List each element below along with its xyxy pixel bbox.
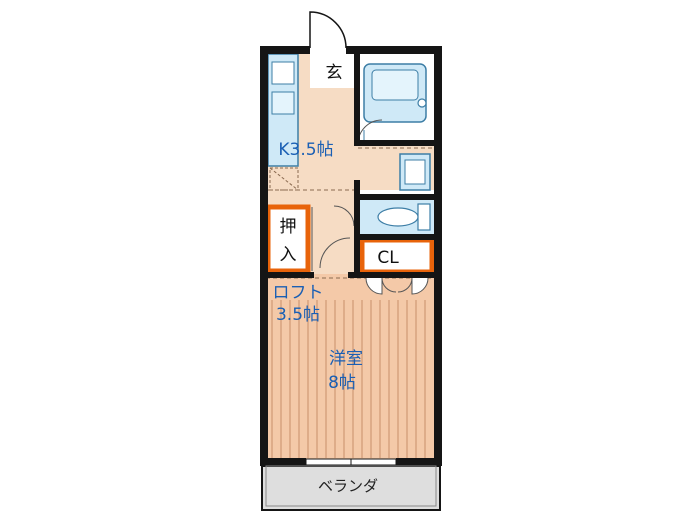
balcony-inner-edge	[265, 465, 437, 507]
closet-door-left-swing	[365, 277, 383, 295]
inner-wall-bath-bottom	[354, 140, 442, 146]
closet-door-mid-right-swing	[397, 277, 413, 293]
entrance-label: 玄	[326, 63, 343, 83]
entrance-floor	[310, 52, 358, 88]
closet-label: CL	[377, 248, 399, 268]
loft-label-1: ロフト	[273, 283, 324, 303]
kitchen-sink	[271, 61, 295, 85]
bath-faucet	[417, 98, 427, 108]
kitchen-label: K3.5帖	[278, 140, 333, 160]
fridge-space-cross	[269, 167, 299, 191]
oshiire-label-1: 押	[280, 217, 297, 237]
western-room-label-2: 8帖	[328, 373, 356, 393]
inner-wall-toilet-left	[354, 180, 360, 278]
closet-door-right-swing	[411, 277, 429, 295]
toilet-bowl	[377, 207, 419, 227]
toilet-tank	[417, 203, 431, 231]
balcony	[261, 465, 441, 511]
western-room-floor	[266, 274, 436, 462]
inner-wall-loft-right	[348, 272, 442, 278]
inner-wall-loft-left	[260, 272, 314, 278]
outer-wall-bottom-left	[260, 458, 306, 466]
washstand-basin	[404, 159, 426, 185]
outer-wall-right	[434, 46, 442, 464]
kitchen-stove	[271, 91, 295, 115]
outer-wall-left	[260, 46, 268, 464]
hall-door-swing	[319, 237, 351, 269]
toilet-door-swing	[333, 205, 355, 227]
inner-wall-bath-left	[354, 46, 360, 146]
balcony-label: ベランダ	[318, 477, 378, 495]
western-room-label-1: 洋室	[329, 349, 363, 369]
outer-wall-top-left	[260, 46, 310, 54]
inner-wall-closet-top	[354, 234, 442, 240]
loft-label-2: 3.5帖	[276, 305, 320, 325]
western-room-floorboards	[271, 300, 426, 458]
outer-wall-top-right	[346, 46, 442, 54]
oshiire-storage	[265, 204, 311, 274]
inner-wall-toilet-top	[354, 194, 442, 200]
bathtub-inner	[371, 69, 419, 101]
entrance-door-swing	[309, 11, 347, 49]
closet-door-mid-left-swing	[381, 277, 397, 293]
outer-wall-bottom-right	[396, 458, 442, 466]
oshiire-label-2: 入	[280, 245, 297, 265]
